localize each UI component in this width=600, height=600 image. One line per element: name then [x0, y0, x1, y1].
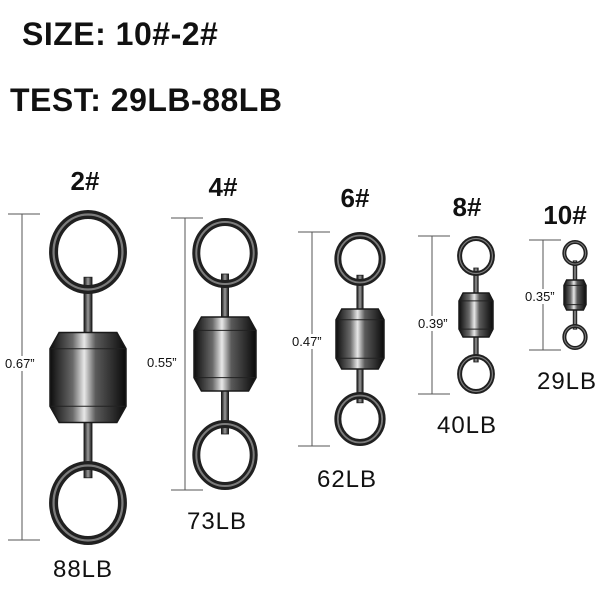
- bottom-ring-highlight: [195, 423, 255, 487]
- bottom-ring-highlight: [336, 394, 384, 444]
- barrel: [458, 292, 494, 338]
- swivel-dimension-2: 0.67”: [4, 356, 36, 371]
- bottom-ring-highlight: [563, 325, 587, 349]
- bottom-ring-highlight: [52, 464, 124, 542]
- swivel-dimension-4: 0.55”: [146, 355, 178, 370]
- bottom-ring-highlight: [458, 355, 494, 393]
- top-ring-highlight: [458, 237, 494, 275]
- swivel-6: [334, 232, 386, 446]
- barrel: [49, 331, 127, 424]
- swivel-size-6: 6#: [340, 183, 370, 213]
- swivel-test-62: 62LB: [316, 466, 378, 493]
- top-ring-highlight: [52, 213, 124, 291]
- swivel-dimension-6: 0.47”: [291, 334, 323, 349]
- swivel-test-88: 88LB: [52, 556, 114, 583]
- swivel-size-4: 4#: [208, 172, 238, 202]
- swivel-test-73: 73LB: [186, 508, 248, 535]
- swivel-size-10: 10#: [543, 200, 587, 230]
- top-ring-highlight: [563, 241, 587, 265]
- swivel-test-29: 29LB: [536, 368, 598, 395]
- swivel-8: [457, 236, 495, 394]
- top-ring-highlight: [336, 234, 384, 284]
- swivel-2: [49, 210, 127, 545]
- swivel-10: [562, 240, 588, 350]
- swivel-test-40: 40LB: [436, 412, 498, 439]
- swivel-size-2: 2#: [70, 166, 100, 196]
- barrel: [193, 316, 257, 392]
- swivel-dimension-8: 0.39”: [417, 316, 449, 331]
- top-ring-highlight: [195, 221, 255, 285]
- swivel-size-8: 8#: [452, 192, 482, 222]
- size-range-title: SIZE: 10#-2#: [22, 16, 219, 52]
- test-range-title: TEST: 29LB-88LB: [10, 82, 283, 118]
- swivel-dimension-10: 0.35”: [524, 289, 556, 304]
- swivel-4: [192, 218, 258, 490]
- barrel: [563, 279, 587, 311]
- barrel: [335, 308, 385, 370]
